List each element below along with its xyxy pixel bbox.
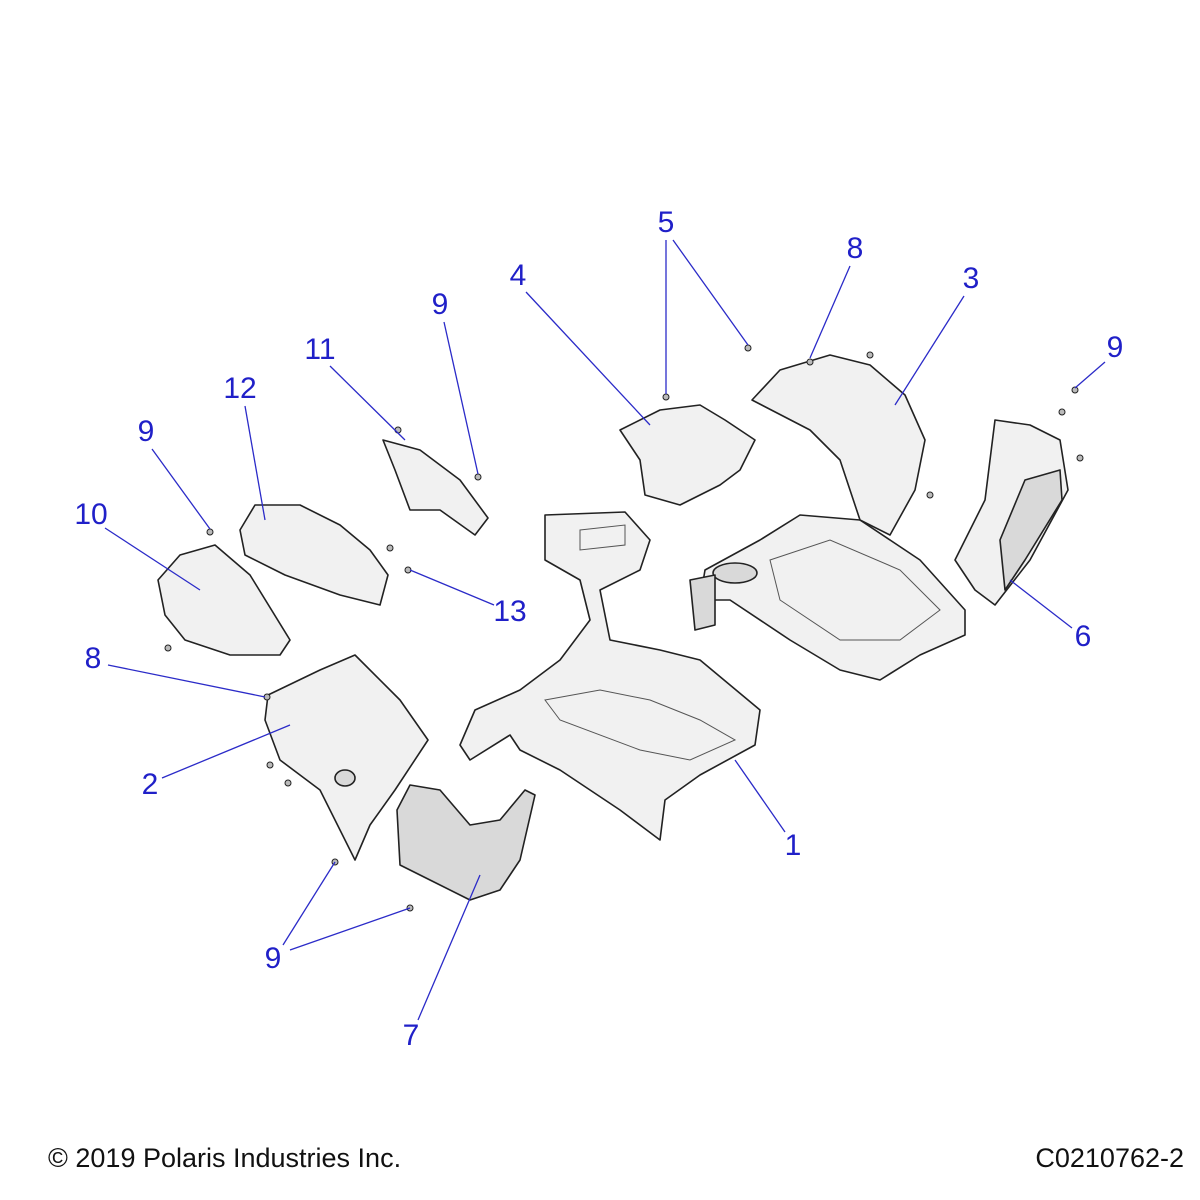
callout-2: 2 bbox=[142, 768, 159, 801]
callout-5: 5 bbox=[658, 206, 675, 239]
callout-9: 9 bbox=[432, 288, 449, 321]
callout-11: 11 bbox=[304, 333, 335, 366]
part-1-floorboard bbox=[459, 511, 966, 841]
callout-8: 8 bbox=[847, 232, 864, 265]
part-12-panel bbox=[239, 504, 389, 606]
part-7-panel bbox=[396, 784, 536, 901]
callout-8: 8 bbox=[85, 642, 102, 675]
callout-9: 9 bbox=[1107, 331, 1124, 364]
copyright-notice: © 2019 Polaris Industries Inc. bbox=[48, 1143, 402, 1173]
part-3-fender bbox=[751, 354, 926, 536]
callout-3: 3 bbox=[963, 262, 980, 295]
part-6-shaded-face bbox=[999, 469, 1063, 591]
callout-1: 1 bbox=[785, 829, 802, 862]
callout-7: 7 bbox=[403, 1019, 420, 1052]
part-2-hole bbox=[334, 769, 356, 787]
callout-10: 10 bbox=[74, 498, 107, 531]
leader-lines bbox=[104, 239, 1106, 1021]
callout-6: 6 bbox=[1075, 620, 1092, 653]
callout-13: 13 bbox=[493, 595, 526, 628]
callout-9: 9 bbox=[265, 942, 282, 975]
part-2-panel bbox=[264, 654, 429, 861]
part-10-panel bbox=[157, 544, 291, 656]
callout-9: 9 bbox=[138, 415, 155, 448]
drawing-number: C0210762-2 bbox=[1035, 1143, 1184, 1173]
part-11-panel bbox=[382, 439, 489, 536]
callouts: 5 8 3 4 9 11 12 9 10 9 6 13 8 2 1 9 7 bbox=[74, 206, 1123, 1052]
callout-12: 12 bbox=[223, 372, 256, 405]
part-4-console bbox=[619, 404, 756, 506]
callout-4: 4 bbox=[510, 259, 527, 292]
